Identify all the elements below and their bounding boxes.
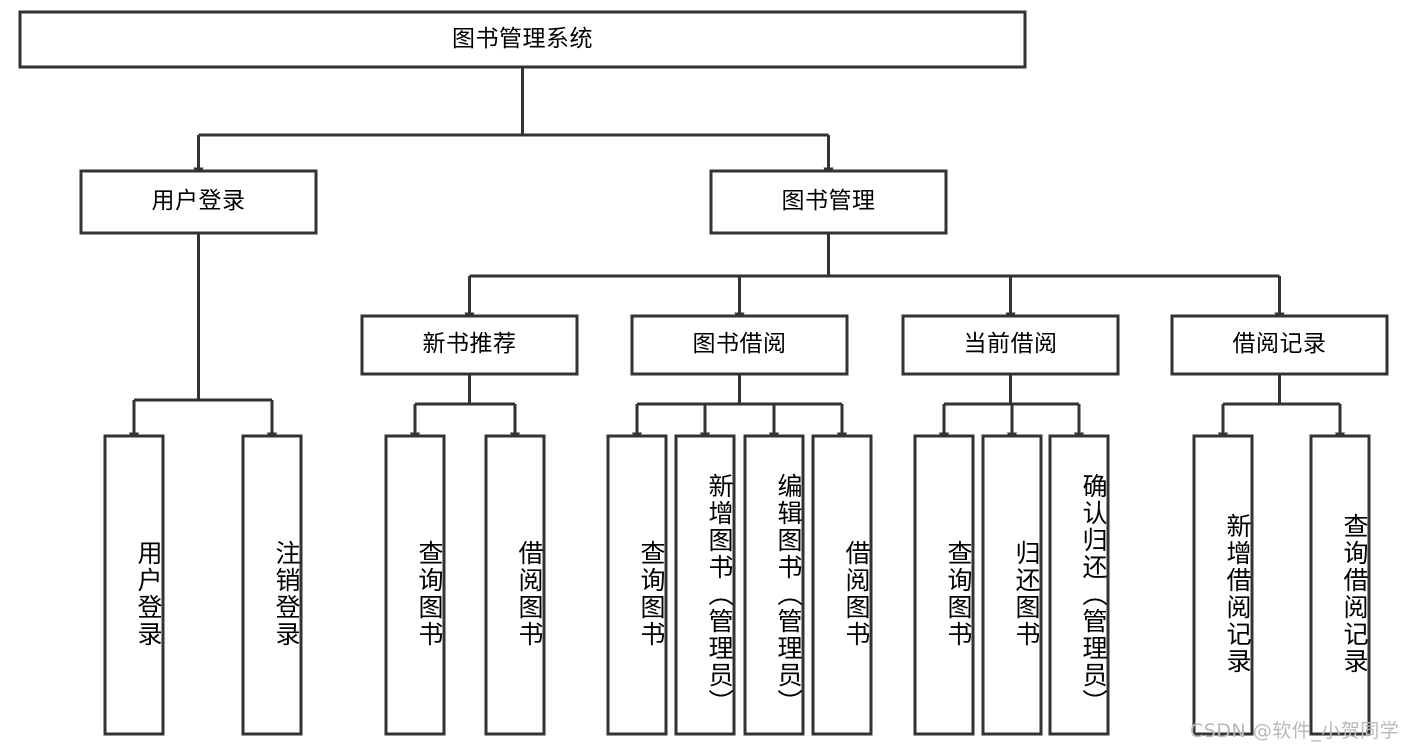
node-box-current-borrow (901, 314, 1120, 376)
node-box-borrow-record (1170, 314, 1389, 376)
node-box-user-login (79, 169, 318, 235)
node-box-layer (18, 10, 1389, 736)
node-hit-layer (20, 12, 1387, 734)
node-box-leaf-query-book-borrow (606, 434, 668, 736)
node-box-leaf-borrow-book (811, 434, 873, 736)
node-box-root (18, 10, 1027, 69)
node-box-leaf-user-login (103, 434, 165, 736)
node-box-leaf-confirm-return (1048, 434, 1110, 736)
node-user-login[interactable] (81, 171, 316, 233)
node-root[interactable] (20, 12, 1025, 67)
node-borrow-record[interactable] (1172, 316, 1387, 374)
node-box-new-book-recommend (360, 314, 579, 376)
node-leaf-add-book[interactable] (676, 436, 734, 734)
node-leaf-edit-book[interactable] (745, 436, 803, 734)
node-leaf-query-book-cur[interactable] (915, 436, 973, 734)
node-box-leaf-logout (241, 434, 303, 736)
node-leaf-borrow-book-rec[interactable] (486, 436, 544, 734)
node-leaf-borrow-book[interactable] (813, 436, 871, 734)
node-new-book-recommend[interactable] (362, 316, 577, 374)
node-box-leaf-add-book (674, 434, 736, 736)
node-leaf-user-login[interactable] (105, 436, 163, 734)
node-book-management[interactable] (711, 171, 946, 233)
node-box-leaf-query-book-rec (384, 434, 446, 736)
node-leaf-return-book[interactable] (983, 436, 1041, 734)
node-box-book-management (709, 169, 948, 235)
node-leaf-add-record[interactable] (1194, 436, 1252, 734)
node-box-leaf-add-record (1192, 434, 1254, 736)
node-leaf-query-record[interactable] (1311, 436, 1369, 734)
node-leaf-query-book-borrow[interactable] (608, 436, 666, 734)
node-box-leaf-query-book-cur (913, 434, 975, 736)
node-book-borrow[interactable] (632, 316, 847, 374)
node-box-leaf-return-book (981, 434, 1043, 736)
node-box-leaf-borrow-book-rec (484, 434, 546, 736)
node-box-book-borrow (630, 314, 849, 376)
node-leaf-confirm-return[interactable] (1050, 436, 1108, 734)
connector-layer (129, 67, 1345, 445)
node-box-leaf-query-record (1309, 434, 1371, 736)
node-leaf-logout[interactable] (243, 436, 301, 734)
node-current-borrow[interactable] (903, 316, 1118, 374)
node-leaf-query-book-rec[interactable] (386, 436, 444, 734)
node-box-leaf-edit-book (743, 434, 805, 736)
